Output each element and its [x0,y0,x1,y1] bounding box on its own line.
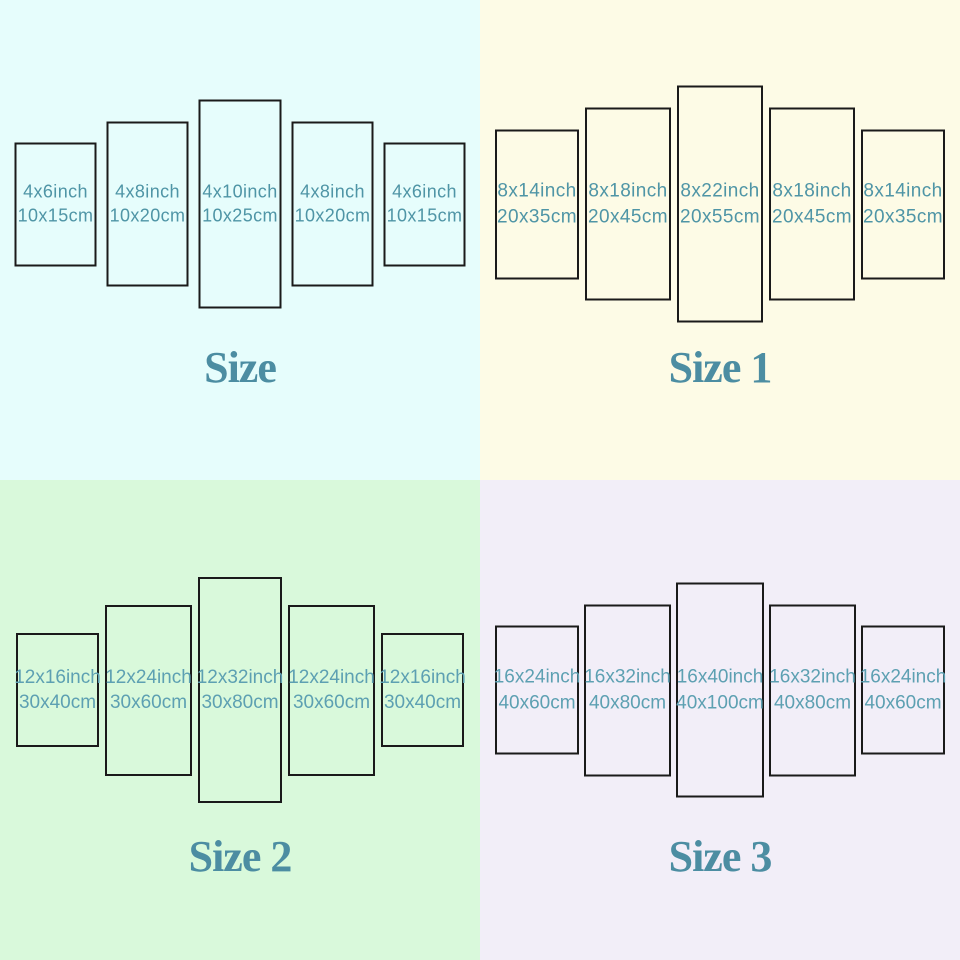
panel-8x18inch: 8x18inch 20x45cm [585,107,671,301]
panel-inch-label: 12x16inch [379,666,466,688]
panel-inch-label: 4x10inch [202,181,278,202]
panel-row: 12x16inch 30x40cm 12x24inch 30x60cm 12x32inc… [14,577,466,803]
panel-cm-label: 20x45cm [588,206,668,227]
panel-cm-label: 30x40cm [383,692,462,713]
panel-inch-label: 8x22inch [680,180,760,202]
quadrant-title: Size 3 [668,832,773,881]
panel-cm-label: 20x35cm [497,206,577,227]
panel-inch-label: 4x6inch [23,181,88,202]
quadrant-title: Size 2 [188,832,293,881]
panel-inch-label: 8x18inch [588,180,668,202]
panel-4x8inch: 4x8inch 10x20cm [291,121,374,287]
panel-16x24inch: 16x24inch 40x60cm [493,625,581,755]
panel-12x16inch: 12x16inch 30x40cm [379,633,466,747]
quadrant-size-1: 8x14inch 20x35cm 8x18inch 20x45cm 8x22inch 20… [480,0,960,480]
panel-inch-label: 16x40inch [676,666,764,688]
panel-cm-label: 30x40cm [18,692,97,713]
panel-cm-label: 10x20cm [294,205,371,225]
panel-4x10inch: 4x10inch 10x25cm [198,99,282,309]
quadrant-title: Size [204,343,277,392]
panel-cm-label: 10x15cm [17,205,94,225]
panel-row: 4x6inch 10x15cm 4x8inch 10x20cm 4x10inch 10x2… [14,99,466,309]
panel-cm-label: 20x45cm [772,206,852,227]
panel-cm-label: 40x60cm [498,692,576,713]
panel-inch-label: 8x18inch [772,180,852,202]
panel-row: 16x24inch 40x60cm 16x32inch 40x80cm 16x40inc… [493,582,947,798]
panel-cm-label: 10x20cm [109,205,186,225]
panel-16x32inch: 16x32inch 40x80cm [584,604,671,776]
panel-8x14inch: 8x14inch 20x35cm [495,129,579,279]
panel-12x32inch: 12x32inch 30x80cm [196,577,284,803]
panel-inch-label: 12x24inch [105,666,192,688]
panel-inch-label: 16x32inch [584,666,671,688]
panel-cm-label: 30x60cm [292,692,371,713]
panel-cm-label: 40x60cm [864,692,942,713]
panel-row: 8x14inch 20x35cm 8x18inch 20x45cm 8x22inch 20… [495,85,945,323]
panel-inch-label: 4x8inch [115,181,180,202]
panel-16x40inch: 16x40inch 40x100cm [676,582,764,798]
panel-12x16inch: 12x16inch 30x40cm [14,633,101,747]
panel-4x6inch: 4x6inch 10x15cm [383,142,466,266]
panel-4x8inch: 4x8inch 10x20cm [106,121,189,287]
panel-inch-label: 12x16inch [14,666,101,688]
panel-inch-label: 16x24inch [493,666,581,688]
quadrant-size-3: 16x24inch 40x60cm 16x32inch 40x80cm 16x40inc… [480,480,960,960]
panel-8x14inch: 8x14inch 20x35cm [861,129,945,279]
panel-cm-label: 20x35cm [863,206,943,227]
panel-cm-label: 10x25cm [202,205,278,225]
panel-cm-label: 20x55cm [680,206,760,227]
panel-8x18inch: 8x18inch 20x45cm [769,107,855,301]
panel-inch-label: 16x24inch [859,666,947,688]
panel-cm-label: 40x100cm [676,692,764,713]
panel-inch-label: 4x8inch [300,181,365,202]
panel-inch-label: 16x32inch [769,666,856,688]
panel-12x24inch: 12x24inch 30x60cm [288,604,375,776]
quadrant-size: 4x6inch 10x15cm 4x8inch 10x20cm 4x10inch 10x2… [0,0,480,480]
panel-8x22inch: 8x22inch 20x55cm [677,85,763,323]
panel-12x24inch: 12x24inch 30x60cm [105,604,192,776]
panel-inch-label: 12x24inch [288,666,375,688]
panel-cm-label: 30x60cm [109,692,188,713]
panel-inch-label: 4x6inch [392,181,457,202]
quadrant-size-2: 12x16inch 30x40cm 12x24inch 30x60cm 12x32inc… [0,480,480,960]
panel-cm-label: 40x80cm [773,692,852,713]
panel-4x6inch: 4x6inch 10x15cm [14,142,97,266]
panel-cm-label: 30x80cm [201,692,279,713]
panel-inch-label: 12x32inch [196,666,284,688]
panel-16x32inch: 16x32inch 40x80cm [769,604,856,776]
panel-16x24inch: 16x24inch 40x60cm [859,625,947,755]
quadrant-title: Size 1 [668,343,773,392]
panel-cm-label: 10x15cm [386,205,463,225]
panel-inch-label: 8x14inch [863,180,943,202]
panel-cm-label: 40x80cm [588,692,667,713]
panel-inch-label: 8x14inch [497,180,577,202]
